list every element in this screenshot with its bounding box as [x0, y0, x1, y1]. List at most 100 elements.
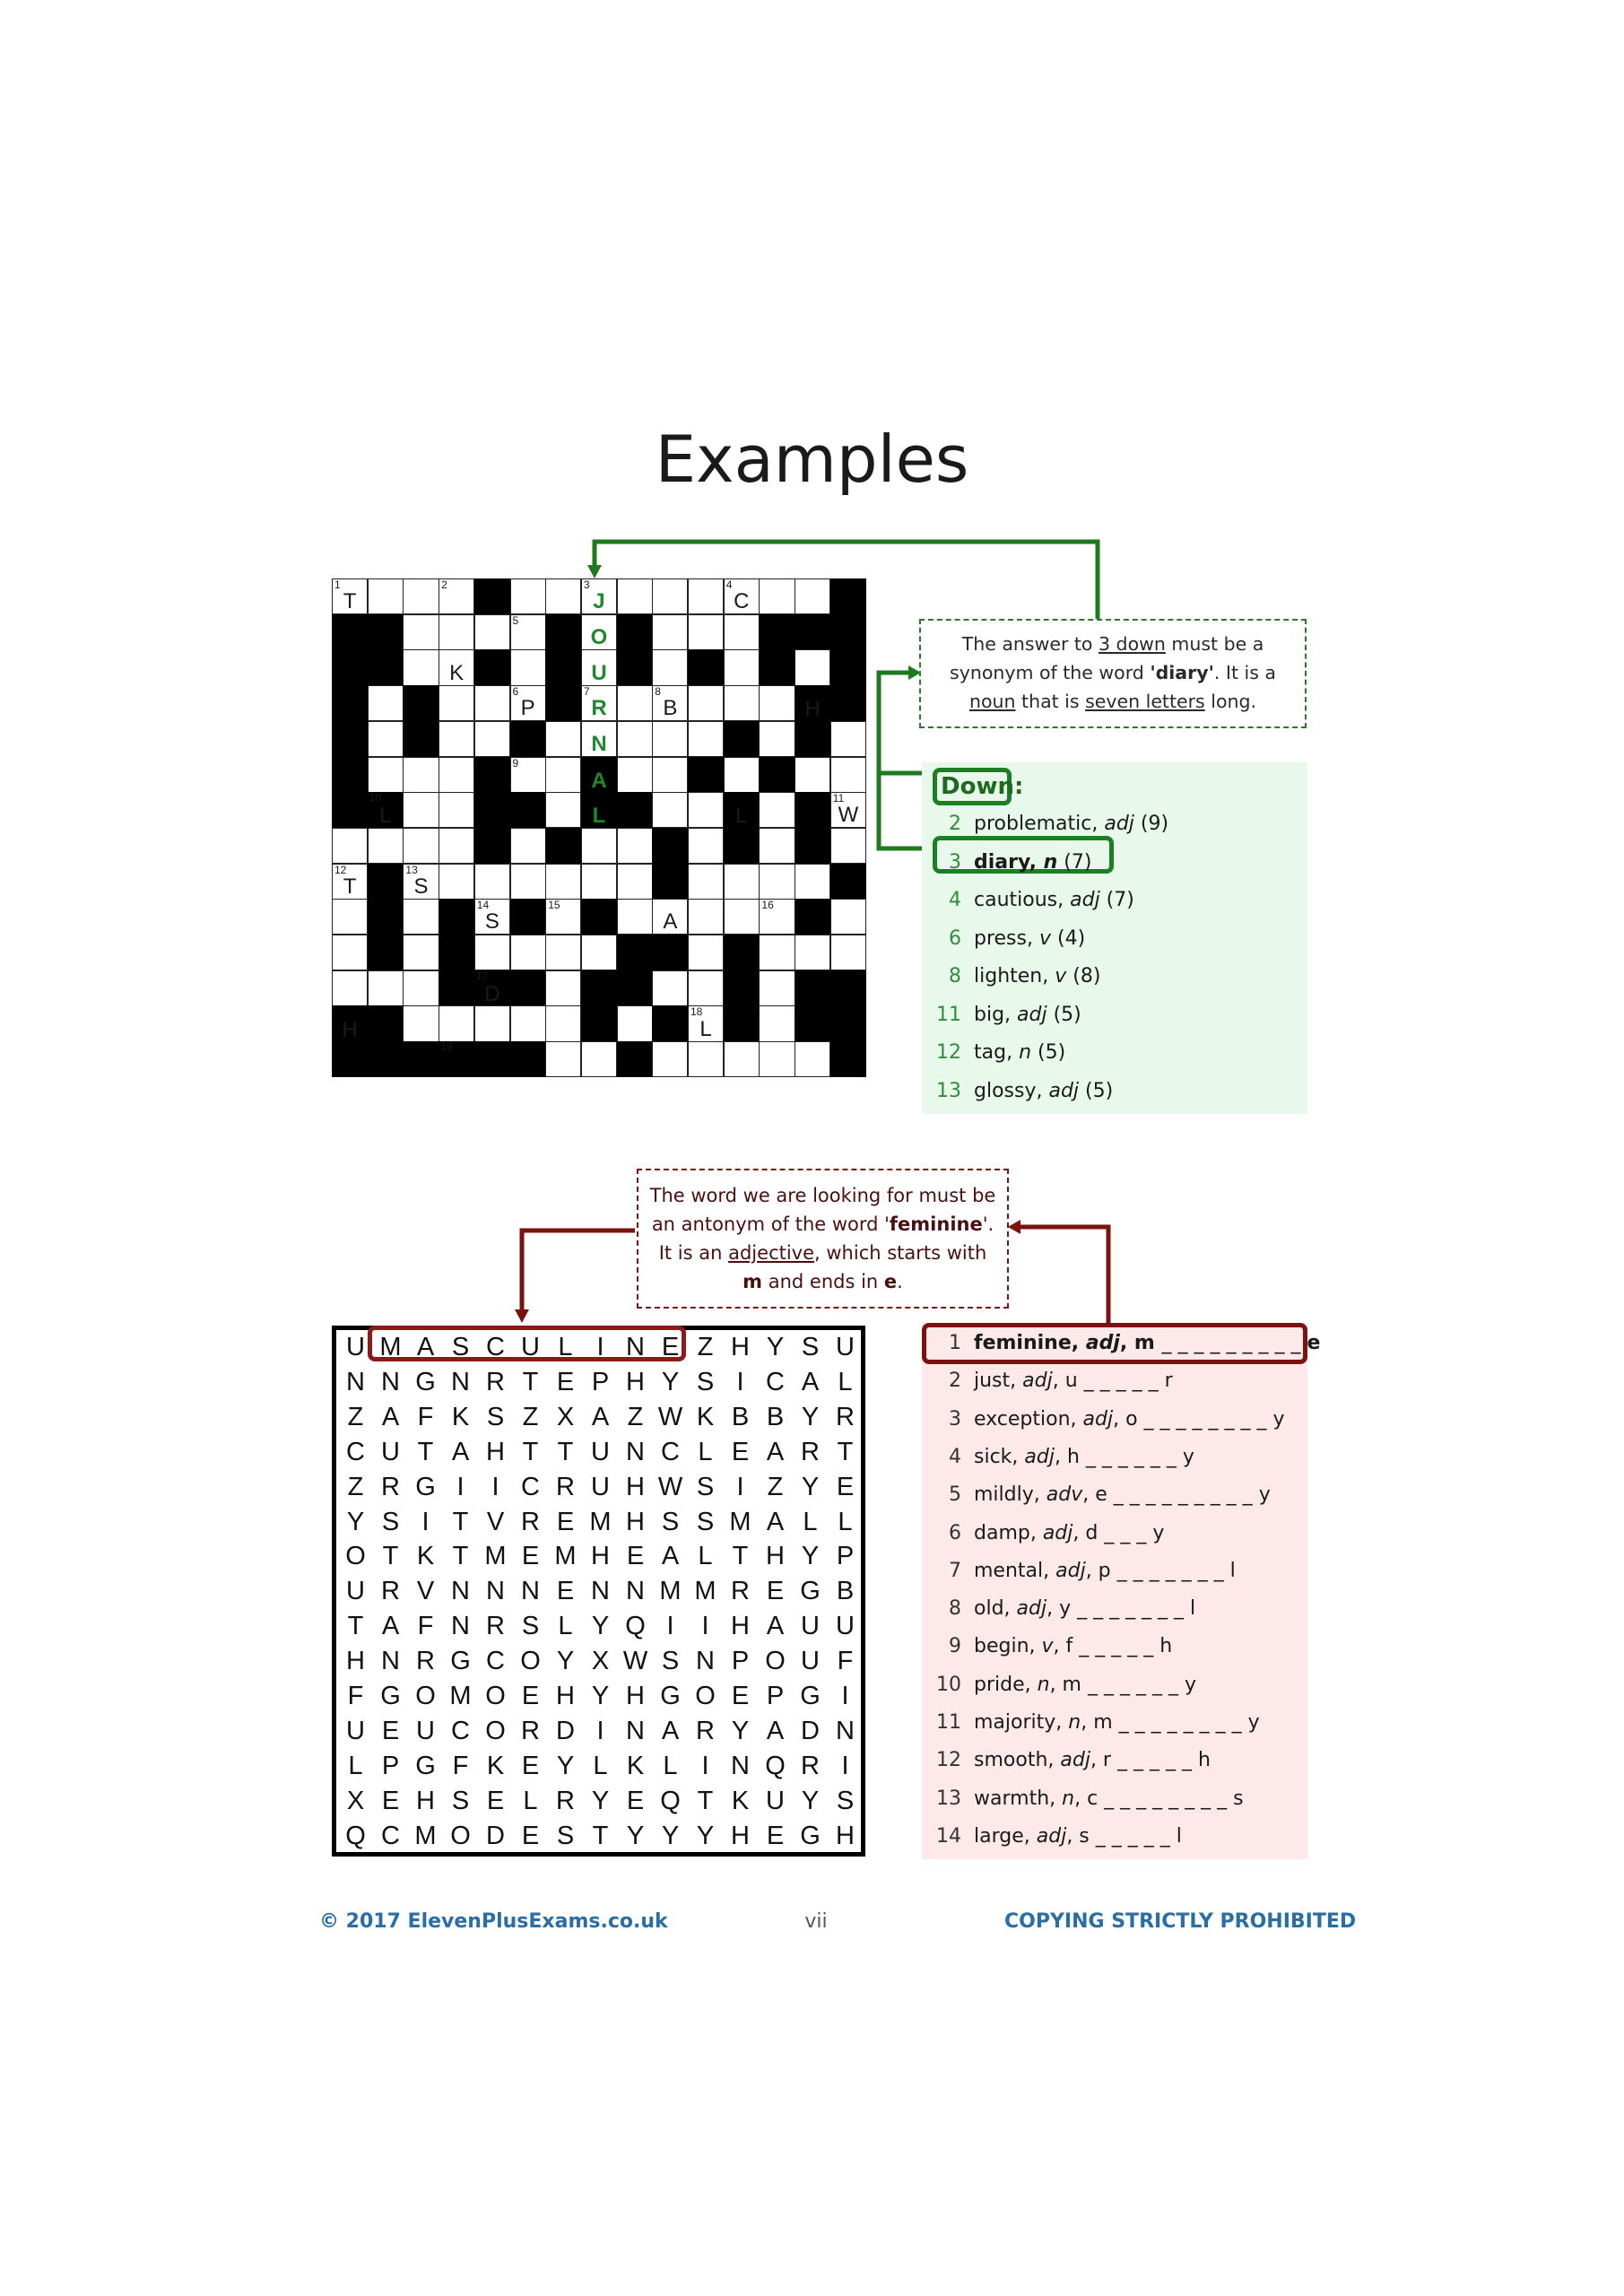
- wordsearch-letter: A: [661, 1716, 680, 1745]
- crossword-cell: [439, 1005, 475, 1042]
- callout-line-2: an antonym of the word 'feminine'.: [638, 1210, 1007, 1239]
- clue-blanks: _ _ _ _ _ _ _ _: [1118, 1711, 1248, 1734]
- wordsearch-letter: N: [626, 1437, 645, 1466]
- crossword-block: [367, 935, 404, 971]
- clue-start-letter: , e: [1082, 1483, 1114, 1507]
- wordsearch-letter: E: [626, 1786, 645, 1815]
- callout-text: .: [897, 1271, 903, 1292]
- clue-word: exception,: [974, 1407, 1083, 1431]
- wordsearch-letter: N: [731, 1751, 750, 1780]
- crossword-letter: L: [735, 804, 748, 829]
- clue-bracket: [876, 670, 924, 851]
- wordsearch-letter: A: [766, 1507, 785, 1536]
- wordsearch-letter: S: [556, 1821, 575, 1850]
- wordsearch-letter: A: [591, 1402, 610, 1431]
- wordsearch-letter: Q: [625, 1612, 646, 1641]
- wordsearch-letter: U: [591, 1437, 610, 1466]
- wordsearch-letter: H: [626, 1682, 645, 1710]
- callout-text: '.: [982, 1213, 994, 1235]
- crossword-block: [509, 1041, 546, 1078]
- clue-number: 3: [949, 1407, 961, 1431]
- crossword-cell: [688, 935, 725, 971]
- clue-end-letter: y: [1182, 1445, 1194, 1468]
- crossword-letter: W: [838, 803, 859, 828]
- crossword-cell: [723, 685, 760, 722]
- wordsearch-letter: H: [626, 1367, 645, 1396]
- crossword-cell: [616, 578, 653, 615]
- crossword-cell: [688, 899, 725, 935]
- wordsearch-arrow-left: [519, 1228, 635, 1311]
- wordsearch-letter: G: [660, 1682, 681, 1710]
- crossword-cell: [759, 863, 795, 900]
- clue-number: 7: [583, 685, 590, 699]
- wordsearch-letter: T: [452, 1542, 469, 1571]
- clue-text: old, adj, y _ _ _ _ _ _ _ l: [974, 1596, 1195, 1622]
- crossword-block: [829, 1005, 866, 1042]
- clue-part-of-speech: adv: [1046, 1483, 1083, 1507]
- callout-text: that is: [1015, 691, 1086, 712]
- crossword-cell: [688, 685, 725, 722]
- wordsearch-letter: C: [766, 1367, 785, 1396]
- wordsearch-letter: H: [556, 1682, 575, 1710]
- clue-length: (7): [1057, 850, 1092, 874]
- crossword-block: [616, 792, 653, 829]
- crossword-cell: [403, 613, 439, 650]
- callout-line-3: It is an adjective, which starts with: [638, 1239, 1007, 1267]
- crossword-cell: [473, 1005, 510, 1042]
- wordsearch-letter: M: [414, 1821, 437, 1850]
- wordsearch-letter: I: [491, 1472, 499, 1501]
- wordsearch-letter: I: [666, 1612, 674, 1641]
- wordsearch-letter: U: [836, 1333, 855, 1361]
- crossword-cell: [367, 756, 404, 793]
- crossword-cell: [439, 685, 475, 722]
- callout-line-1: The word we are looking for must be: [649, 1185, 996, 1206]
- clue-start-letter: , m: [1081, 1711, 1119, 1734]
- crossword-letter: T: [343, 589, 357, 614]
- clue-part-of-speech: adj: [1036, 1824, 1067, 1848]
- crossword-block: [795, 613, 831, 650]
- crossword-cell: [616, 899, 653, 935]
- wordsearch-letter: H: [346, 1647, 365, 1676]
- clue-text: sick, adj, h _ _ _ _ _ _ y: [974, 1444, 1194, 1471]
- wordsearch-letter: E: [521, 1751, 540, 1780]
- wordsearch-letter: H: [626, 1507, 645, 1536]
- clue-blanks: _ _ _ _ _ _ _ _: [1143, 1407, 1273, 1431]
- wordsearch-letter: R: [556, 1472, 575, 1501]
- clue-part-of-speech: n: [1043, 850, 1058, 874]
- wordsearch-letter: A: [381, 1612, 400, 1641]
- wordsearch-letter: N: [696, 1647, 715, 1676]
- crossword-cell: [723, 899, 760, 935]
- crossword-cell: U: [580, 649, 618, 686]
- clue-part-of-speech: adj: [1022, 1370, 1053, 1393]
- crossword-block: 19: [439, 1041, 475, 1078]
- wordsearch-letter: Q: [345, 1821, 366, 1850]
- wordsearch-letter: O: [485, 1716, 506, 1745]
- wordsearch-letter: F: [417, 1612, 434, 1641]
- wordsearch-letter: I: [701, 1751, 709, 1780]
- wordsearch-letter: N: [451, 1577, 470, 1606]
- clue-number: 8: [949, 1597, 961, 1621]
- crossword-block: [367, 899, 404, 935]
- wordsearch-letter: Y: [346, 1507, 365, 1536]
- wordsearch-arrow-right: [1018, 1224, 1111, 1323]
- crossword-cell: [723, 649, 760, 686]
- crossword-block: [616, 1041, 653, 1078]
- wordsearch-letter: U: [346, 1577, 365, 1606]
- clue-word: big,: [974, 1003, 1018, 1026]
- callout-line-1: The answer to 3 down must be a: [921, 630, 1305, 658]
- wordsearch-letter: U: [836, 1612, 855, 1641]
- crossword-block: [367, 863, 404, 900]
- wordsearch-letter: Z: [697, 1333, 714, 1361]
- crossword-block: [403, 1041, 439, 1078]
- crossword-cell: [332, 899, 369, 935]
- crossword-cell: [652, 720, 689, 757]
- crossword-block: [795, 827, 831, 865]
- wordsearch-letter: F: [837, 1647, 854, 1676]
- wordsearch-letter: L: [838, 1507, 853, 1536]
- clue-blanks: _ _ _ _ _ _ _: [1077, 1597, 1191, 1621]
